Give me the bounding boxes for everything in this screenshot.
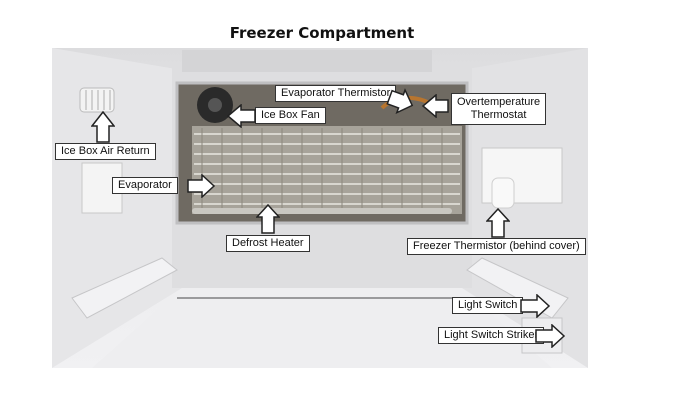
label-ice-box-fan: Ice Box Fan bbox=[255, 107, 326, 124]
arrow-freezer-thermistor bbox=[486, 207, 510, 238]
label-overtemperature-line1: Overtemperature bbox=[457, 96, 541, 108]
thermistor-cover bbox=[491, 177, 515, 209]
coil-tubes bbox=[194, 133, 460, 205]
page-title: Freezer Compartment bbox=[229, 24, 415, 42]
label-light-switch-striker: Light Switch Striker bbox=[438, 327, 545, 344]
arrow-ice-box-fan bbox=[226, 104, 256, 128]
arrow-defrost-heater bbox=[256, 203, 280, 234]
freezer-illustration bbox=[52, 48, 588, 368]
arrow-overtemperature-thermostat bbox=[421, 94, 449, 118]
arrow-evaporator bbox=[187, 174, 216, 198]
air-return-grille bbox=[79, 87, 115, 113]
left-rail bbox=[71, 257, 178, 319]
arrow-light-switch bbox=[520, 294, 551, 318]
arrow-evaporator-thermistor bbox=[386, 88, 414, 114]
label-overtemperature-line2: Thermostat bbox=[470, 109, 527, 121]
evaporator-coil bbox=[192, 126, 462, 214]
arrow-light-switch-striker bbox=[535, 324, 566, 348]
label-evaporator-thermistor: Evaporator Thermistor bbox=[275, 85, 397, 102]
label-overtemperature-thermostat: Overtemperature Thermostat bbox=[451, 93, 547, 125]
coil-fins bbox=[201, 128, 443, 212]
label-freezer-thermistor: Freezer Thermistor (behind cover) bbox=[407, 238, 586, 255]
floor bbox=[92, 288, 552, 368]
label-light-switch: Light Switch bbox=[452, 297, 524, 314]
label-defrost-heater: Defrost Heater bbox=[226, 235, 310, 252]
defrost-heater-tube bbox=[192, 208, 452, 214]
top-bracket bbox=[182, 50, 432, 72]
right-wall bbox=[462, 48, 588, 368]
label-ice-box-air-return: Ice Box Air Return bbox=[55, 143, 156, 160]
arrow-ice-box-air-return bbox=[91, 110, 115, 143]
label-evaporator: Evaporator bbox=[112, 177, 178, 194]
